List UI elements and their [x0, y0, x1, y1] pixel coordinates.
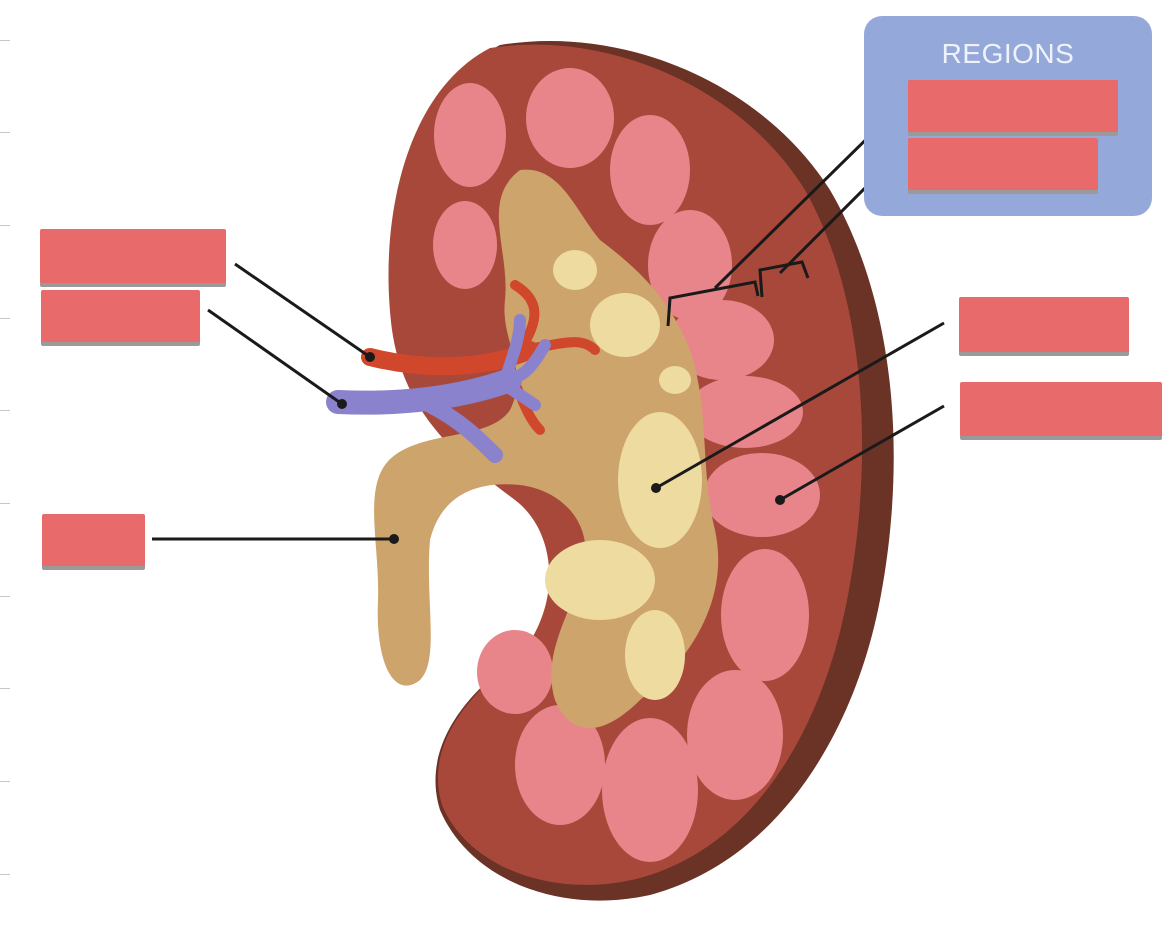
- leader-points: [337, 352, 785, 544]
- region-label-box-2[interactable]: [908, 138, 1098, 190]
- renal-pyramid-label-box[interactable]: [960, 382, 1162, 436]
- regions-title: REGIONS: [941, 38, 1075, 69]
- renal-pyramids: [433, 68, 820, 862]
- region-brackets: [666, 260, 810, 327]
- renal-vein-label-box[interactable]: [41, 290, 200, 342]
- renal-artery-label-box[interactable]: [40, 229, 226, 283]
- renal-vein: [326, 314, 551, 463]
- renal-calyces: [545, 250, 702, 700]
- renal-pelvis-label-box[interactable]: [959, 297, 1129, 352]
- region-label-box-1[interactable]: [908, 80, 1118, 132]
- ureter-label-box[interactable]: [42, 514, 145, 566]
